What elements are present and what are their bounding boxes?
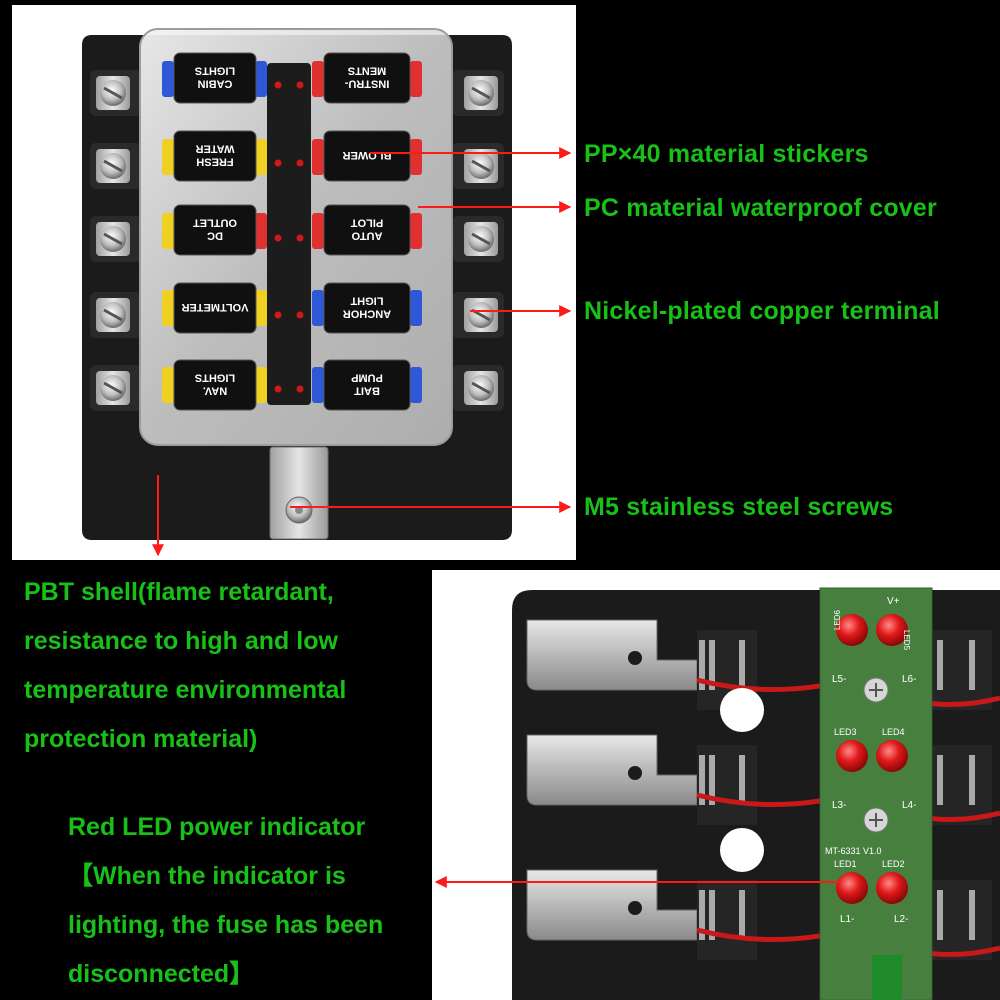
pcb-label-led3: LED3: [834, 727, 857, 737]
shell-line-4: protection material): [24, 725, 258, 753]
pcb-label-vplus: V+: [887, 596, 900, 607]
pcb-label-led4: LED4: [882, 727, 905, 737]
shell-line-2: resistance to high and low: [24, 627, 338, 655]
sticker-label-right-1: BLOWER: [343, 149, 392, 161]
sticker-label-line: BAIT: [354, 385, 380, 397]
led-pcb-photo: V+ LED6 LED5 L5- L6- LED3 LED4 L3- L4- M…: [432, 570, 1000, 1000]
sticker-label-line: CABIN: [198, 78, 233, 90]
sticker-text: CABINLIGHTSFRESHWATERDCOUTLETVOLTMETERNA…: [181, 65, 391, 397]
pcb-label-led2: LED2: [882, 859, 905, 869]
sticker-label-line: NAV.: [203, 385, 227, 397]
led-pcb: [819, 587, 933, 1000]
annotation-screws: M5 stainless steel screws: [584, 493, 894, 521]
sticker-label-line: AUTO: [351, 230, 382, 242]
pcb-label-model: MT-6331 V1.0: [825, 846, 882, 856]
shell-line-1: PBT shell(flame retardant,: [24, 578, 334, 606]
led-line-1: Red LED power indicator: [68, 813, 366, 841]
pcb-label-l2: L2-: [894, 914, 908, 925]
led-line-4: disconnected】: [68, 960, 255, 988]
pcb-label-led6: LED6: [833, 609, 842, 630]
pcb-label-led1: LED1: [834, 859, 857, 869]
annotation-cover: PC material waterproof cover: [584, 194, 937, 222]
sticker-label-line: LIGHTS: [195, 372, 235, 384]
sticker-label-line: BLOWER: [343, 149, 392, 161]
led-pcb-illustration: V+ LED6 LED5 L5- L6- LED3 LED4 L3- L4- M…: [512, 587, 1000, 1000]
led-line-2: 【When the indicator is: [68, 862, 346, 890]
pcb-label-l4: L4-: [902, 800, 916, 811]
bus-plate: [269, 446, 329, 540]
sticker-label-line: PUMP: [351, 372, 383, 384]
sticker-label-right-0: INSTRU-MENTS: [344, 65, 389, 90]
pcb-label-l6: L6-: [902, 674, 916, 685]
fuse-tabs: [162, 61, 422, 403]
circuit-stickers: [173, 52, 411, 411]
pcb-label-l1: L1-: [840, 914, 854, 925]
sticker-label-left-4: NAV.LIGHTS: [195, 372, 235, 397]
pcb-screws: [863, 677, 889, 833]
pcb-label-led5: LED5: [902, 630, 911, 651]
sticker-label-line: INSTRU-: [344, 78, 389, 90]
sticker-label-line: PILOT: [351, 217, 384, 229]
sticker-label-left-3: VOLTMETER: [181, 301, 248, 313]
left-terminals: [90, 70, 142, 411]
pcb-label-l5: L5-: [832, 674, 846, 685]
annotation-shell: PBT shell(flame retardant, resistance to…: [24, 568, 346, 764]
shell-line-3: temperature environmental: [24, 676, 347, 704]
sticker-label-line: DC: [207, 230, 223, 242]
sticker-label-line: FRESH: [196, 156, 233, 168]
sticker-label-line: WATER: [195, 143, 234, 155]
annotation-led: Red LED power indicator 【When the indica…: [68, 803, 383, 999]
red-leds: [836, 614, 908, 904]
annotation-terminal: Nickel-plated copper terminal: [584, 297, 940, 325]
sticker-label-line: MENTS: [348, 65, 387, 77]
sticker-label-line: ANCHOR: [343, 308, 391, 320]
pcb-label-l3: L3-: [832, 800, 846, 811]
sticker-label-line: LIGHT: [350, 295, 383, 307]
right-terminals: [452, 70, 504, 411]
sticker-label-line: VOLTMETER: [181, 301, 248, 313]
fuse-block-illustration: CABINLIGHTSFRESHWATERDCOUTLETVOLTMETERNA…: [82, 28, 512, 540]
sticker-label-line: LIGHTS: [195, 65, 235, 77]
center-leds: [274, 81, 304, 393]
sticker-label-line: OUTLET: [193, 217, 237, 229]
led-line-3: lighting, the fuse has been: [68, 911, 384, 939]
annotation-stickers: PP×40 material stickers: [584, 140, 869, 168]
